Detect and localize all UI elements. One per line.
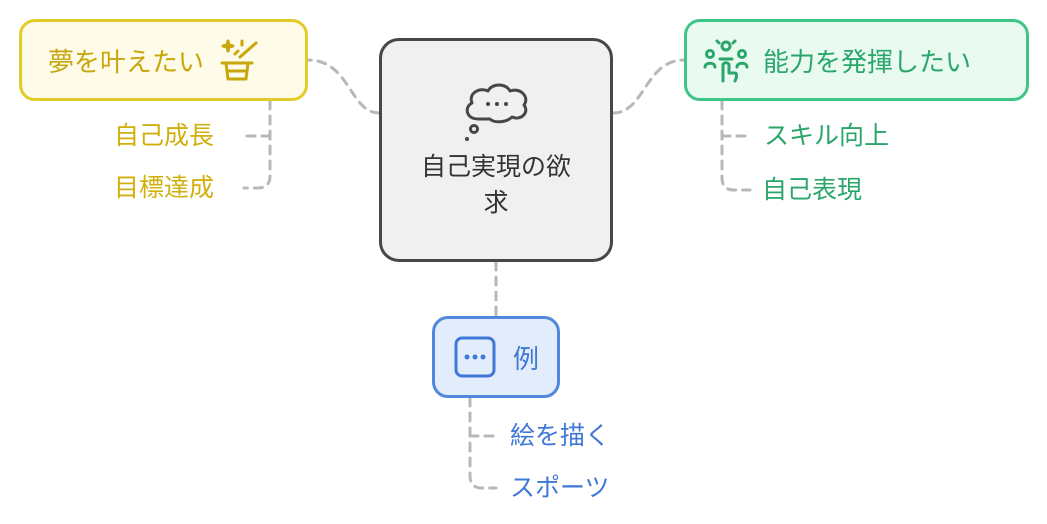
connector-dream-items	[242, 99, 272, 190]
connector-example-items	[468, 396, 498, 490]
magic-hat-icon	[218, 37, 260, 83]
connector-center-ability	[611, 58, 686, 115]
central-topic-label: 自己実現の欲求	[421, 152, 572, 217]
sub-item-ability-1[interactable]: スキル向上	[764, 121, 890, 150]
more-dots-icon	[453, 335, 497, 379]
branch-label-example: 例	[513, 344, 540, 375]
branch-node-ability[interactable]: 能力を発揮したい	[684, 19, 1029, 101]
connector-center-dream	[306, 58, 381, 115]
people-network-icon	[703, 37, 749, 83]
central-topic-node[interactable]: 自己実現の欲求	[379, 38, 613, 262]
sub-item-ability-2[interactable]: 自己表現	[762, 175, 863, 204]
sub-item-example-2[interactable]: スポーツ	[510, 473, 610, 502]
branch-label-ability: 能力を発揮したい	[763, 47, 972, 78]
connector-ability-items	[720, 99, 752, 192]
branch-node-dream[interactable]: 夢を叶えたい	[19, 19, 308, 101]
sub-item-dream-1[interactable]: 自己成長	[114, 121, 215, 150]
sub-item-dream-2[interactable]: 目標達成	[114, 173, 215, 202]
branch-node-example[interactable]: 例	[432, 316, 560, 398]
branch-label-dream: 夢を叶えたい	[48, 47, 205, 78]
sub-item-example-1[interactable]: 絵を描く	[510, 421, 611, 450]
thought-bubble-icon	[458, 79, 534, 143]
